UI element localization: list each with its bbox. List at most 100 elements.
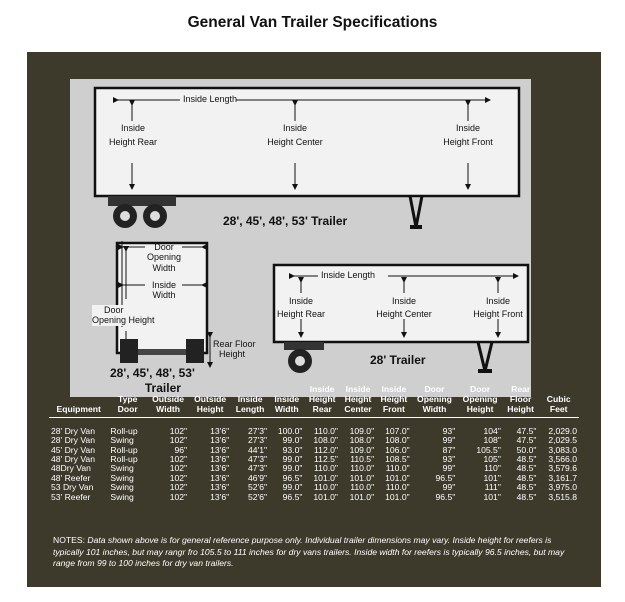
- inside-width-label: Inside Width: [145, 280, 183, 301]
- table-cell: 48.5": [516, 482, 537, 493]
- table-cell: 105": [483, 453, 501, 464]
- column-header-line: Length: [235, 403, 265, 414]
- column-header-line: Height: [308, 393, 336, 404]
- table-cell: 101.0": [349, 491, 375, 502]
- label-line: Door: [154, 242, 174, 252]
- column-header-line: Inside: [274, 393, 300, 404]
- table-cell: 108.0": [313, 435, 338, 446]
- table-cell: 53 Dry Van: [51, 482, 94, 493]
- label-line: Inside: [282, 123, 308, 133]
- label-line: Height Rear: [276, 309, 326, 320]
- table-cell: 47'3": [248, 463, 268, 474]
- table-cell: 112.0": [314, 444, 338, 455]
- table-cell: 96.5": [282, 472, 303, 483]
- big-inside-length-label: Inside Length: [183, 94, 238, 104]
- big-rear-height-label: Inside Height Rear: [107, 123, 159, 148]
- label-line: Rear Floor: [213, 339, 256, 349]
- label-line: 28', 45', 48', 53': [110, 366, 195, 380]
- small-inside-length-label: Inside Length: [321, 270, 376, 280]
- table-cell: 27'3": [248, 425, 268, 436]
- rear-view-caption: 28', 45', 48', 53' Trailer: [110, 366, 195, 396]
- label-line: Height Center: [267, 137, 323, 148]
- table-cell: 102": [169, 425, 188, 436]
- table-cell: 13'6": [210, 435, 230, 446]
- small-front-height-label: Inside Height Front: [466, 296, 530, 320]
- table-cell: 2,029.0: [548, 425, 577, 436]
- label-line: Height Front: [473, 309, 523, 320]
- table-cell: 110.0": [385, 482, 410, 493]
- label-line: Opening Height: [92, 315, 155, 326]
- table-cell: Swing: [110, 482, 134, 493]
- label-line: Inside: [391, 296, 417, 306]
- label-line: Inside: [455, 123, 481, 133]
- column-header-line: Cubic: [546, 393, 571, 404]
- trailer-drawing: [93, 86, 530, 373]
- table-cell: 99.0": [282, 463, 303, 474]
- column-header-line: Width: [156, 403, 180, 414]
- table-cell: 53' Reefer: [51, 491, 91, 502]
- label-line: Opening: [146, 252, 182, 263]
- table-cell: 110.0": [314, 482, 338, 493]
- table-cell: 101.0": [313, 491, 338, 502]
- big-trailer-caption: 28', 45', 48', 53' Trailer: [223, 214, 348, 228]
- table-cell: 108.0": [349, 435, 375, 446]
- table-cell: 110": [484, 463, 501, 474]
- column-header-line: Width: [274, 403, 299, 414]
- table-cell: 13'6": [210, 491, 230, 502]
- table-cell: 99.0": [282, 435, 303, 446]
- table-cell: 13'6": [210, 444, 230, 455]
- table-cell: 52'6": [248, 491, 268, 502]
- table-cell: 28' Dry Van: [51, 435, 95, 446]
- column-header-line: Floor: [509, 393, 532, 404]
- table-cell: 110.0": [314, 425, 338, 436]
- label-line: Width: [152, 262, 176, 273]
- table-cell: 3,161.7: [548, 472, 577, 483]
- table-cell: 13'6": [210, 425, 230, 436]
- table-cell: Roll-up: [110, 444, 138, 455]
- label-line: Height: [219, 349, 246, 360]
- column-header-line: Rear: [511, 384, 531, 394]
- table-cell: 3,083.0: [548, 444, 577, 455]
- table-cell: 28' Dry Van: [51, 425, 95, 436]
- table-cell: 110.0": [314, 463, 338, 474]
- table-cell: 96.5": [435, 491, 456, 502]
- table-cell: Roll-up: [110, 425, 138, 436]
- notes: NOTES: Data shown above is for general r…: [53, 535, 578, 570]
- table-cell: 48.5": [516, 472, 537, 483]
- table-cell: 48.5": [516, 491, 537, 502]
- table-cell: 3,515.8: [548, 491, 577, 502]
- column-header-line: Width: [422, 403, 447, 414]
- column-header-line: Height: [344, 393, 372, 404]
- table-cell: 101.0": [349, 472, 375, 483]
- table-cell: 93.0": [282, 444, 303, 455]
- label-line: Trailer: [144, 381, 181, 395]
- table-cell: 13'6": [210, 482, 230, 493]
- big-center-height-label: Inside Height Center: [263, 123, 327, 148]
- table-cell: 45' Dry Van: [51, 444, 95, 455]
- table-cell: 87": [442, 444, 456, 455]
- column-header-line: Outside: [152, 393, 185, 404]
- table-cell: 3,975.0: [548, 482, 577, 493]
- column-header-line: Type: [118, 393, 138, 404]
- table-cell: Roll-up: [110, 453, 138, 464]
- spec-panel: Inside Length Inside Height Rear Inside …: [27, 52, 601, 587]
- column-header-line: Height: [196, 403, 224, 414]
- table-cell: 102": [169, 463, 188, 474]
- column-header-line: Door: [470, 384, 491, 394]
- table-cell: 102": [169, 482, 188, 493]
- table-cell: 3,579.6: [548, 463, 577, 474]
- label-line: Height Front: [443, 137, 493, 148]
- notes-text: Data shown above is for general referenc…: [53, 535, 565, 569]
- label-line: Inside: [120, 123, 146, 133]
- table-cell: 47.5": [516, 425, 537, 436]
- table-cell: 102": [169, 435, 188, 446]
